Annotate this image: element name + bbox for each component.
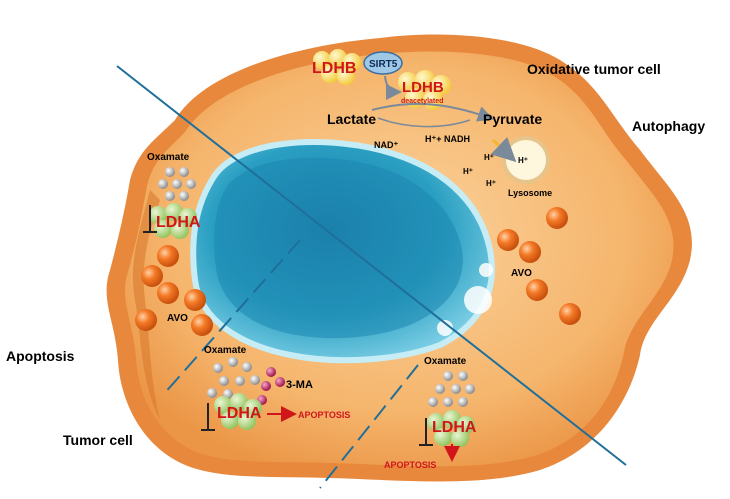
apoptosis-label-bottom-left: APOPTOSIS [298,410,350,420]
reaction-arrow-back [377,117,471,128]
three-ma-label: 3-MA [286,379,313,391]
oxamate-label-bottom-right: Oxamate [424,356,467,367]
apoptosis-label-bottom-right: APOPTOSIS [384,460,436,470]
proton-label: H⁺ [484,153,494,162]
oxamate-label-left: Oxamate [147,152,190,163]
ldhb-deacetylated-label: LDHB [402,79,444,96]
sirt5-label: SIRT5 [369,59,398,70]
nuclear-bleb [464,286,492,314]
avo-label-left: AVO [167,313,188,324]
nuclear-bleb [437,320,453,336]
sirt5-arrow [384,75,402,100]
apoptosis-label: Apoptosis [6,348,75,364]
inhibition-bar-bottom-left [201,403,215,431]
lysosome-label: Lysosome [508,188,552,198]
sirt5-oval [363,51,403,75]
divider-line [116,65,627,466]
membrane-shadow [132,190,160,420]
pyruvate-label: Pyruvate [483,111,542,127]
ldha-label-left: LDHA [156,214,201,231]
ldha-cluster-left [149,203,197,239]
proton-label: H⁺ [463,167,473,176]
oxamate-balls-bottom-right [428,371,475,407]
avo-left-group [135,245,213,336]
avo-label-right: AVO [511,268,532,279]
autophagy-label: Autophagy [632,118,706,134]
oxamate-balls-left [158,167,196,201]
nad-label: NAD⁺ [374,140,398,150]
ldha-cluster-bottom-right [427,410,475,447]
tumor-cell-label: Tumor cell [63,432,133,448]
lactate-label: Lactate [327,111,376,127]
h-nadh-label: H⁺+ NADH [425,134,470,144]
proton-arrow [490,136,517,163]
ldha-label-bottom-right: LDHA [432,419,477,436]
dashed-divider-left [162,239,301,396]
oxidative-tumor-cell-label: Oxidative tumor cell [527,61,661,77]
oxamate-label-bottom-left: Oxamate [204,345,247,356]
avo-right-group [497,207,581,325]
ldha-cluster-bottom-left [214,393,262,430]
nuclear-bleb [479,263,493,277]
deacetylated-label: deacetylated [401,98,443,105]
lysosome-proton-label: H⁺ [518,156,528,165]
nucleus-inner [214,157,463,339]
inhibition-bar-left [143,205,157,233]
ldhb-label: LDHB [312,60,356,77]
proton-label: H⁺ [486,179,496,188]
reaction-arrow-forward [371,102,494,122]
inhibition-bar-bottom-right [419,418,433,446]
ldha-label-bottom-left: LDHA [217,405,262,422]
dashed-divider-right [319,364,419,489]
ldhb-cluster [313,49,361,85]
